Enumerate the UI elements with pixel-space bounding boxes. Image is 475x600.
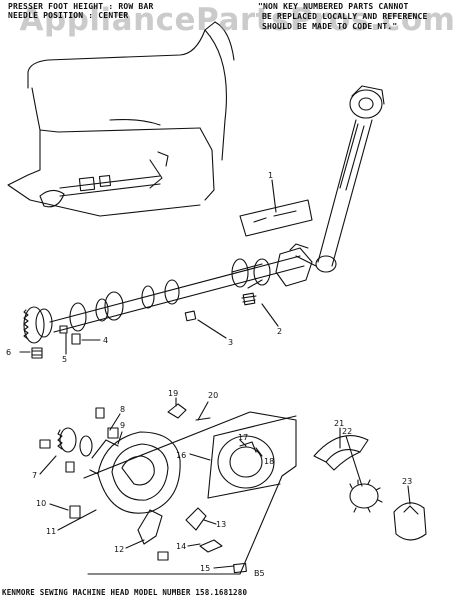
callout-21: 21 [334, 419, 344, 428]
callout-2: 2 [277, 327, 282, 336]
callout-8: 8 [120, 405, 125, 414]
callout-23: 23 [402, 477, 412, 486]
callout-4: 4 [103, 336, 108, 345]
callout-16: 16 [176, 451, 186, 460]
main-shaft [23, 243, 313, 344]
footer-model-caption: KENMORE SEWING MACHINE HEAD MODEL NUMBER… [2, 588, 248, 597]
callout-15: 15 [200, 564, 210, 573]
callout-10: 10 [36, 499, 46, 508]
callout-9: 9 [120, 421, 125, 430]
callout-22: 22 [342, 427, 352, 436]
header-note-right-1: "NON KEY NUMBERED PARTS CANNOT [258, 2, 409, 11]
callout-b5: B5 [254, 569, 265, 578]
assembly-boundary [83, 411, 297, 575]
callout-19: 19 [168, 389, 178, 398]
upper-leader-lines [19, 179, 279, 355]
lower-leader-lines [39, 397, 411, 569]
callout-3: 3 [228, 338, 233, 347]
part-1-plate [239, 199, 313, 237]
callout-numbers: 1 2 3 4 5 6 7 8 9 10 11 12 13 14 15 16 1… [6, 171, 412, 578]
callout-18: 18 [264, 457, 274, 466]
callout-6: 6 [6, 348, 11, 357]
callout-7: 7 [32, 471, 37, 480]
body-shaft-assembly [39, 151, 169, 208]
machine-body-outline [7, 21, 235, 217]
header-note-right-2: BE REPLACED LOCALLY AND REFERENCE [262, 12, 428, 21]
callout-1: 1 [268, 171, 273, 180]
callout-20: 20 [208, 391, 218, 400]
callout-5: 5 [62, 355, 67, 364]
header-note-left-1: PRESSER FOOT HEIGHT : ROW BAR [8, 2, 154, 11]
hook-assembly [39, 403, 427, 574]
header-note-left-2: NEEDLE POSITION : CENTER [8, 11, 129, 20]
small-screws [31, 292, 257, 359]
connecting-rod [295, 85, 385, 273]
callout-13: 13 [216, 520, 226, 529]
callout-11: 11 [46, 527, 56, 536]
callout-17: 17 [238, 433, 248, 442]
header-note-right-3: SHOULD BE MADE TO CODE NT." [262, 22, 398, 31]
callout-14: 14 [176, 542, 186, 551]
callout-12: 12 [114, 545, 124, 554]
